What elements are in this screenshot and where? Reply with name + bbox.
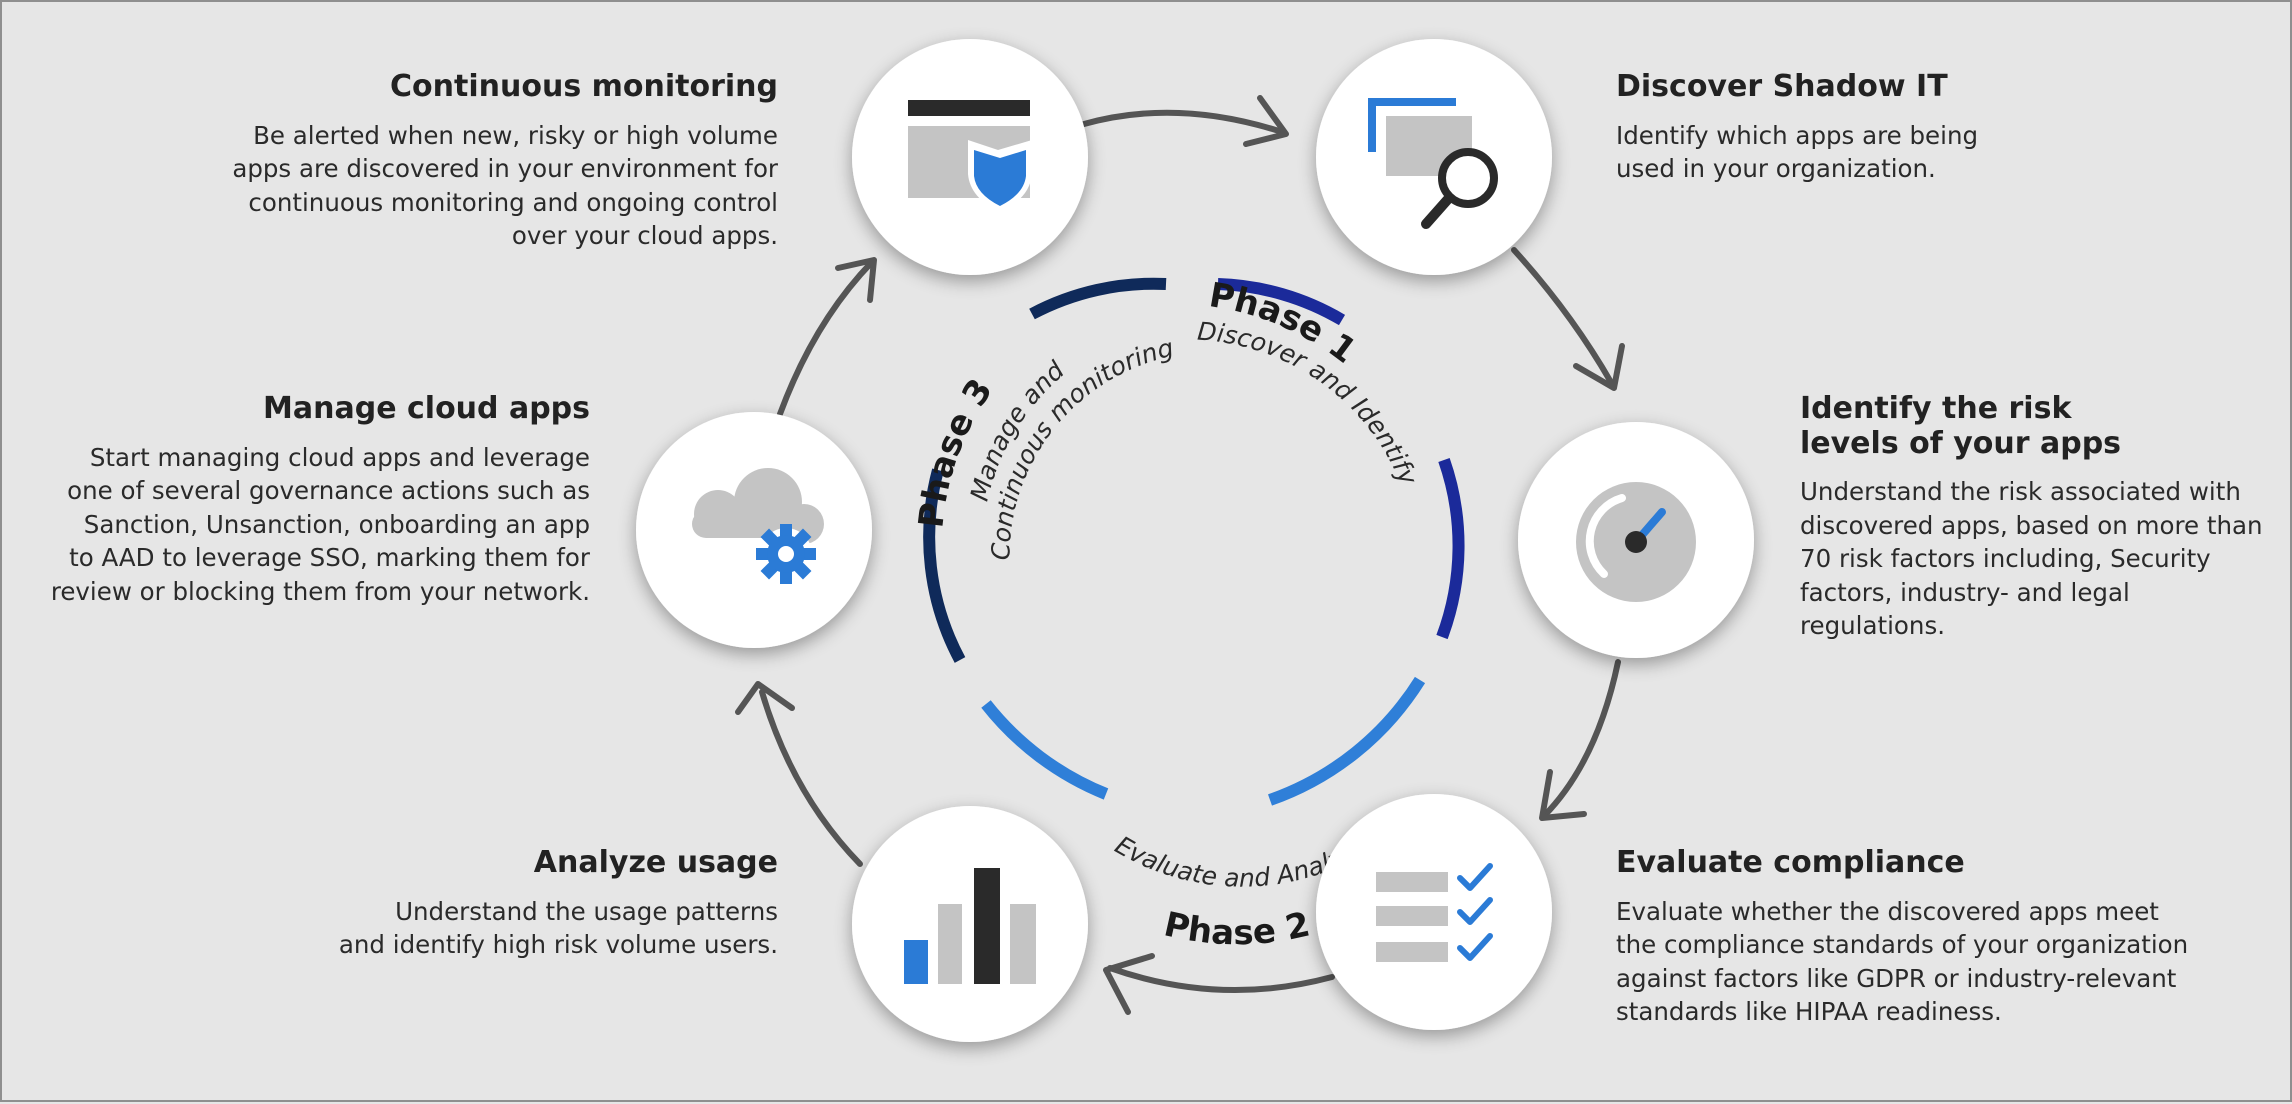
window-shield-icon — [908, 100, 1032, 212]
step-description: Evaluate whether the discovered apps mee… — [1616, 896, 2189, 1027]
step-description: Be alerted when new, risky or high volum… — [232, 120, 778, 251]
step-description: Identify which apps are being used in yo… — [1616, 120, 1979, 184]
arrow-manage-to-monitor — [777, 259, 875, 417]
step-title: Analyze usage — [533, 845, 778, 880]
phase1-arc-top — [1217, 278, 1346, 326]
phase2-arc-left — [981, 700, 1109, 800]
step-description: Understand the risk associated with disc… — [1800, 477, 2263, 640]
step-title: Discover Shadow IT — [1616, 69, 1948, 104]
step-identify-risk: Identify the risk levels of your apps Un… — [1800, 391, 2280, 643]
step-discover-shadow-it: Discover Shadow IT Identify which apps a… — [1616, 69, 2036, 186]
step-title: Continuous monitoring — [390, 69, 778, 104]
cloud-gear-icon — [692, 468, 824, 584]
arrow-compliance-to-usage — [1107, 965, 1335, 994]
step-description: Start managing cloud apps and leverage o… — [50, 442, 590, 606]
phase-arcs — [923, 277, 1465, 806]
step-title: Identify the risk levels of your apps — [1800, 391, 2122, 461]
phase3-labels: Phase 3 Manage and Continuous monitoring — [911, 333, 1176, 561]
phase3-arc-top — [1029, 277, 1167, 320]
circle-analyze-usage — [852, 806, 1088, 1042]
step-continuous-monitoring: Continuous monitoring Be alerted when ne… — [162, 69, 778, 253]
arrow-risk-to-compliance — [1541, 659, 1621, 819]
phase3-subtitle-line2: Continuous monitoring — [986, 333, 1176, 561]
step-title: Manage cloud apps — [263, 391, 590, 426]
phase2-arc-right — [1268, 676, 1426, 806]
step-manage-cloud-apps: Manage cloud apps Start managing cloud a… — [22, 391, 590, 608]
risk-gauge-icon — [1576, 482, 1696, 602]
arrow-discover-to-risk — [1511, 247, 1615, 387]
arrow-monitor-to-discover — [1081, 109, 1285, 135]
step-evaluate-compliance: Evaluate compliance Evaluate whether the… — [1616, 845, 2256, 1029]
phase3-arc-left — [923, 468, 966, 663]
phase1-arc-right — [1436, 458, 1465, 640]
arrow-usage-to-manage — [759, 689, 863, 867]
phase2-label: Phase 2 — [1160, 904, 1313, 953]
step-title: Evaluate compliance — [1616, 845, 1965, 880]
bar-chart-icon — [904, 868, 1036, 984]
cycle-arrows — [735, 95, 1625, 1015]
step-analyze-usage: Analyze usage Understand the usage patte… — [302, 845, 778, 962]
step-description: Understand the usage patterns and identi… — [338, 896, 778, 960]
magnifier-windows-icon — [1368, 98, 1498, 229]
checklist-icon — [1376, 863, 1493, 962]
